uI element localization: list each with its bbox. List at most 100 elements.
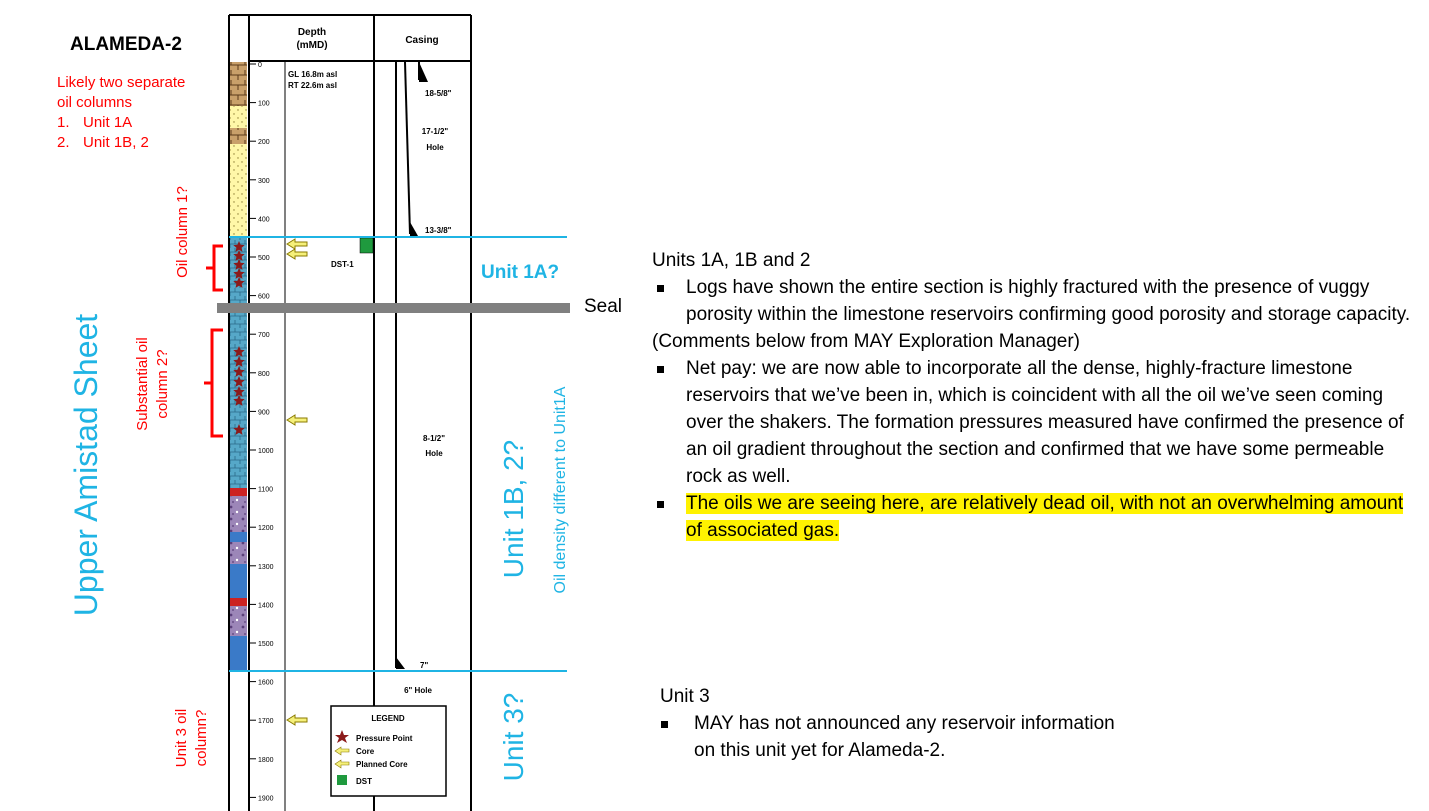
depth-ticks: 0100200300400500600700800900100011001200… xyxy=(249,62,274,802)
pressure-point-star xyxy=(233,424,245,435)
bullet-square-icon xyxy=(661,721,668,728)
notes-item-1-num: 1. xyxy=(57,114,70,131)
legend-item-pressure: Pressure Point xyxy=(356,734,413,743)
pressure-point-star xyxy=(233,386,245,397)
bullet-dead-oil: The oils we are seeing here, are relativ… xyxy=(652,490,1412,544)
hole-17-1-2: 17-1/2" xyxy=(422,127,449,136)
lith-blue-band-2 xyxy=(229,564,247,598)
depth-tick-label: 400 xyxy=(258,216,270,223)
oil-column-brackets xyxy=(204,244,223,438)
casing-header: Casing xyxy=(405,35,438,46)
lith-sand-1 xyxy=(229,106,247,128)
depth-tick-label: 1100 xyxy=(258,487,273,494)
lith-sand-2 xyxy=(229,144,247,238)
depth-tick-label: 200 xyxy=(258,139,270,146)
legend-planned-core-icon xyxy=(334,759,350,769)
bullet-square-icon xyxy=(657,501,664,508)
lith-conglomerate-1 xyxy=(229,496,247,532)
notes-item-2-num: 2. xyxy=(57,134,70,151)
units-bullets-1: Logs have shown the entire section is hi… xyxy=(652,274,1412,328)
pressure-point-star xyxy=(233,259,245,270)
casing-shoe-1 xyxy=(419,62,428,82)
depth-tick-label: 1800 xyxy=(258,757,274,764)
rt-elevation: RT 22.6m asl xyxy=(288,81,337,90)
units-heading: Units 1A, 1B and 2 xyxy=(652,250,811,271)
pressure-point-star xyxy=(233,268,245,279)
lithology-column xyxy=(229,62,247,670)
unit-1b-2-label: Unit 1B, 2? xyxy=(498,439,529,579)
depth-tick-label: 700 xyxy=(258,332,270,339)
depth-tick-label: 1000 xyxy=(258,448,274,455)
notes-item-2-text: Unit 1B, 2 xyxy=(83,134,149,151)
depth-header-2: (mMD) xyxy=(296,40,327,51)
core-arrow-1 xyxy=(286,238,308,250)
casing-shoe-3 xyxy=(396,657,405,669)
notes-item-1-text: Unit 1A xyxy=(83,114,133,131)
legend-item-planned-core: Planned Core xyxy=(356,760,408,769)
hole-6: 6" Hole xyxy=(404,686,432,695)
pressure-point-star xyxy=(233,346,245,357)
casing-shoe-2 xyxy=(410,222,418,236)
seal-label: Seal xyxy=(584,296,623,317)
bullet-net-pay: Net pay: we are now able to incorporate … xyxy=(652,355,1412,490)
dst-marker xyxy=(359,237,374,254)
depth-tick-label: 1300 xyxy=(258,564,274,571)
lith-conglomerate-2 xyxy=(229,542,247,564)
pressure-point-star xyxy=(233,376,245,387)
legend-star-icon xyxy=(335,730,349,743)
planned-core-arrow xyxy=(286,714,308,726)
hole-8-1-2: 8-1/2" xyxy=(423,434,445,443)
bullet-square-icon xyxy=(657,366,664,373)
unit-3-label: Unit 3? xyxy=(498,692,529,782)
legend-box xyxy=(330,705,447,797)
legend-item-core: Core xyxy=(356,747,375,756)
depth-tick-label: 1700 xyxy=(258,718,274,725)
core-arrows xyxy=(286,238,308,726)
hole-17-1-2-label: Hole xyxy=(426,143,444,152)
lith-blue-band-3 xyxy=(229,636,247,670)
depth-tick-label: 0 xyxy=(258,62,262,69)
legend-core-icon xyxy=(334,746,350,756)
lith-red-band-1 xyxy=(229,488,247,496)
hole-8-1-2-label: Hole xyxy=(425,449,443,458)
gl-elevation: GL 16.8m asl xyxy=(288,70,337,79)
unit3-heading: Unit 3 xyxy=(660,686,710,707)
casing-13-3-8: 13-3/8" xyxy=(425,226,452,235)
bullet-dead-oil-text: The oils we are seeing here, are relativ… xyxy=(686,493,1404,541)
depth-tick-label: 500 xyxy=(258,255,270,262)
lith-red-band-2 xyxy=(229,598,247,606)
lith-conglomerate-3 xyxy=(229,606,247,636)
depth-tick-label: 300 xyxy=(258,178,270,185)
depth-tick-label: 1400 xyxy=(258,602,274,609)
bullet-unit3-text: MAY has not announced any reservoir info… xyxy=(694,713,1115,761)
pressure-point-star xyxy=(233,395,245,406)
depth-header-1: Depth xyxy=(298,27,326,38)
notes-line2: oil columns xyxy=(57,94,133,111)
bracket-oil-column-1 xyxy=(206,244,223,292)
unit3-bullets: MAY has not announced any reservoir info… xyxy=(660,710,1360,764)
core-arrow-3 xyxy=(286,414,308,426)
seal-bar xyxy=(217,303,570,313)
legend-item-dst: DST xyxy=(356,777,372,786)
casing-strings xyxy=(395,61,420,668)
manager-comment: (Comments below from MAY Exploration Man… xyxy=(652,331,1081,352)
pressure-point-star xyxy=(233,366,245,377)
log-frame xyxy=(228,14,472,811)
core-arrow-2 xyxy=(286,248,308,260)
bullet-logs: Logs have shown the entire section is hi… xyxy=(652,274,1412,328)
unit-1a-label: Unit 1A? xyxy=(481,262,560,283)
dst-label: DST-1 xyxy=(331,260,354,269)
lith-brick-top xyxy=(229,62,247,106)
depth-tick-label: 1200 xyxy=(258,525,274,532)
units-bullets-2: Net pay: we are now able to incorporate … xyxy=(652,355,1412,544)
pressure-point-star xyxy=(233,250,245,261)
unit3-text-panel: Unit 3 MAY has not announced any reservo… xyxy=(660,683,1360,764)
pressure-point-star xyxy=(233,277,245,288)
notes-line1: Likely two separate xyxy=(57,74,186,91)
casing-7: 7" xyxy=(420,661,428,670)
bullet-square-icon xyxy=(657,285,664,292)
bullet-unit3: MAY has not announced any reservoir info… xyxy=(660,710,1134,764)
depth-tick-label: 100 xyxy=(258,101,270,108)
depth-tick-label: 800 xyxy=(258,371,270,378)
